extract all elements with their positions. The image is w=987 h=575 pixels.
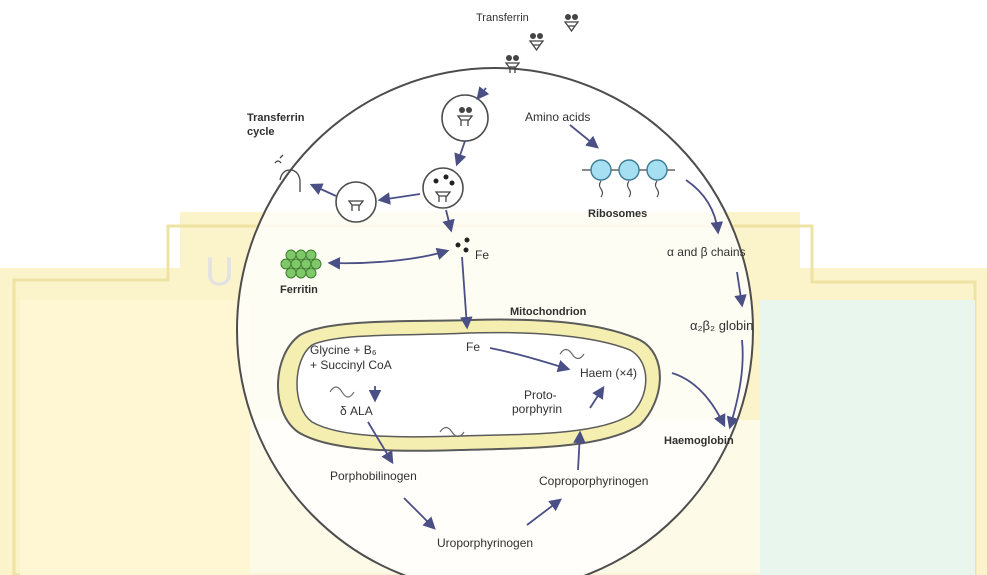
haem-label: Haem (×4) xyxy=(580,366,637,380)
ala-label: δ ALA xyxy=(340,404,373,418)
transferrin-cycle-label-line1: Transferrin xyxy=(247,111,304,125)
amino-acids-label: Amino acids xyxy=(525,110,590,124)
ferritin-icon xyxy=(281,250,321,278)
protoporphyrin-label-line2: porphyrin xyxy=(512,402,562,416)
endosome-icon-2 xyxy=(423,168,463,208)
fe-cytoplasm-label: Fe xyxy=(475,248,489,262)
ferritin-label: Ferritin xyxy=(280,283,318,297)
mitochondrion-label: Mitochondrion xyxy=(510,305,586,319)
succinyl-coa-label: + Succinyl CoA xyxy=(310,358,392,372)
porphobilinogen-label: Porphobilinogen xyxy=(330,469,417,483)
transferrin-receptor-complex-icon xyxy=(530,33,543,50)
protoporphyrin-label-line1: Proto- xyxy=(524,388,557,402)
transferrin-molecule-icon xyxy=(565,14,578,31)
coproporphyrinogen-label: Coproporphyrinogen xyxy=(539,474,648,488)
globin-label: α₂β₂ globin xyxy=(690,319,753,333)
haemoglobin-label: Haemoglobin xyxy=(664,434,734,448)
endosome-icon-1 xyxy=(442,95,488,141)
ribosomes-label: Ribosomes xyxy=(588,207,647,221)
transferrin-cycle-label-line2: cycle xyxy=(247,125,275,139)
fe-mitochondrion-label: Fe xyxy=(466,340,480,354)
glycine-b6-label: Glycine + B₆ xyxy=(310,343,377,357)
transferrin-label: Transferrin xyxy=(476,11,529,25)
uroporphyrinogen-label: Uroporphyrinogen xyxy=(437,536,533,550)
alpha-beta-chains-label: α and β chains xyxy=(667,245,746,259)
endosome-icon-3 xyxy=(336,182,376,222)
